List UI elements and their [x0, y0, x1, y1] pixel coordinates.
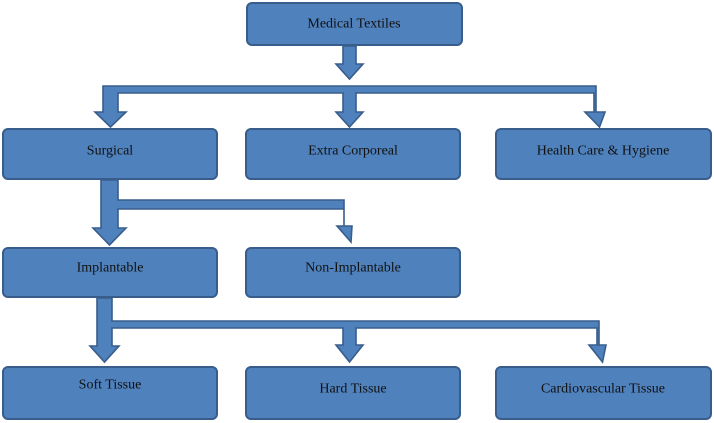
- node-medical-textiles: Medical Textiles: [246, 2, 463, 46]
- node-label-cardiovascular-tissue: Cardiovascular Tissue: [541, 382, 665, 397]
- node-label-surgical: Surgical: [87, 144, 134, 159]
- node-label-non-implantable: Non-Implantable: [305, 261, 401, 276]
- node-extra-corporeal: Extra Corporeal: [245, 128, 461, 180]
- node-cardiovascular-tissue: Cardiovascular Tissue: [495, 366, 712, 420]
- level1-connector-arrows: [93, 85, 607, 129]
- node-implantable: Implantable: [2, 247, 218, 298]
- node-label-medical-textiles: Medical Textiles: [307, 17, 400, 32]
- node-label-extra-corporeal: Extra Corporeal: [308, 144, 398, 159]
- node-hard-tissue: Hard Tissue: [245, 366, 461, 420]
- node-label-health-care-hygiene: Health Care & Hygiene: [537, 144, 670, 159]
- implantable-connector-arrows: [88, 297, 607, 364]
- node-label-implantable: Implantable: [77, 261, 144, 276]
- node-label-hard-tissue: Hard Tissue: [319, 382, 386, 397]
- node-surgical: Surgical: [2, 128, 218, 180]
- node-health-care-hygiene: Health Care & Hygiene: [495, 128, 712, 180]
- node-soft-tissue: Soft Tissue: [2, 366, 218, 420]
- node-label-soft-tissue: Soft Tissue: [79, 378, 142, 393]
- surgical-connector-arrows: [91, 179, 353, 247]
- node-non-implantable: Non-Implantable: [245, 247, 461, 298]
- root-down-arrow: [334, 45, 365, 81]
